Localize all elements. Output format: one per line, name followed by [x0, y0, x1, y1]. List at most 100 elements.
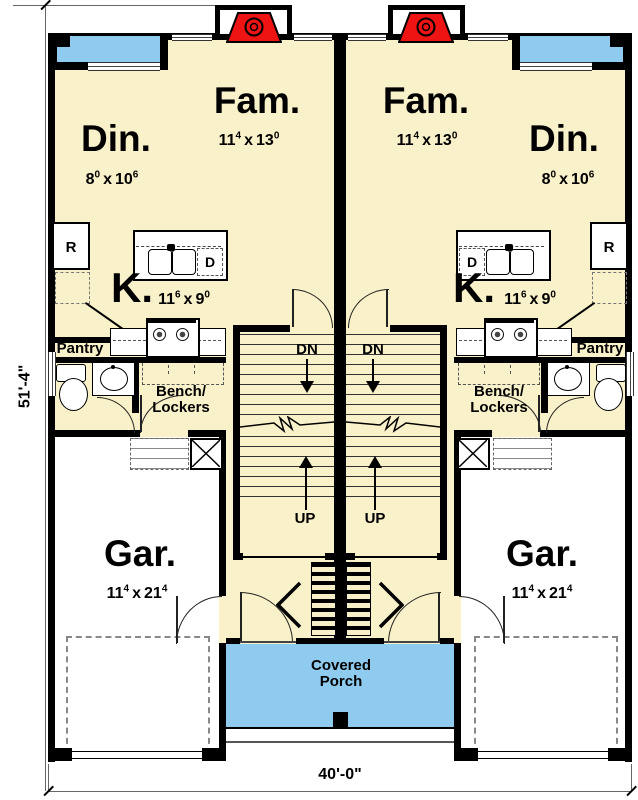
column-x-box [457, 438, 490, 470]
dn-arrowhead-icon [300, 381, 314, 393]
up-arrow [374, 468, 376, 510]
sink-basin [486, 249, 510, 275]
dim-a: 11 [106, 585, 124, 602]
dim-b: 13 [256, 132, 274, 149]
dn-arrowhead-icon [366, 381, 380, 393]
dn-arrow [372, 359, 374, 381]
mudroom-garage-wall-left [48, 430, 140, 437]
dim-a: 11 [396, 132, 414, 149]
dim-a: 8 [85, 171, 95, 188]
porch-edge [226, 727, 454, 729]
toilet-bowl [594, 378, 623, 411]
dim-b: 21 [549, 585, 567, 602]
fireplace-icon [398, 12, 454, 43]
dim-b-sup: 0 [451, 130, 458, 142]
dishwasher-right: D [459, 248, 485, 276]
dim-a-sup: 4 [413, 130, 420, 142]
locker-divider [168, 365, 169, 374]
garage-overhead-door-right [478, 751, 608, 759]
dim-a-sup: 4 [528, 583, 535, 595]
lockers-left [142, 363, 224, 385]
front-door-leaf-right [438, 592, 440, 642]
dim-a: 11 [511, 585, 529, 602]
dim-b-sup: 6 [588, 169, 595, 181]
landing-post [233, 553, 243, 560]
up-arrow [305, 468, 307, 510]
dim-sep: x [183, 291, 193, 308]
range-back-left [146, 318, 196, 323]
garage-right-floor [461, 437, 625, 748]
top-extension-line [13, 5, 215, 6]
island-counter-line [459, 246, 544, 247]
left-dimension-label: 51'-4" [16, 364, 34, 409]
dim-b-sup: 0 [273, 130, 280, 142]
stair-dn-label-right: DN [362, 341, 384, 358]
garage-left-floor [55, 437, 219, 748]
dim-a-sup: 6 [174, 289, 181, 301]
bottom-left-extension [48, 764, 49, 791]
foyer-angled-wall-right [378, 581, 404, 629]
deck-jog-wall-left [160, 34, 168, 70]
dim-a-sup: 6 [520, 289, 527, 301]
fireplace-icon [226, 12, 282, 43]
garage-house-wall-right [454, 643, 461, 748]
door-leaf [140, 395, 142, 432]
garage-door-track-left [66, 636, 210, 754]
porch-wall [226, 638, 240, 646]
burner-icon [514, 328, 527, 341]
up-arrowhead-icon [299, 456, 313, 468]
stair-top-wall-right [390, 325, 447, 332]
left-exterior-wall [48, 33, 55, 762]
toilet-bowl [59, 378, 88, 411]
garage-entry-door-leaf-left [176, 596, 178, 643]
landing-post [437, 553, 447, 560]
room-label-kitchen-left: K. [111, 264, 153, 311]
pantry-cabinet-right [592, 272, 627, 304]
dim-a-sup: 4 [235, 130, 242, 142]
stair-break-icon [346, 416, 440, 433]
bottom-dimension-label: 40'-0" [318, 766, 362, 783]
mudroom-garage-wall-left [188, 430, 226, 437]
dim-b-sup: 4 [161, 583, 168, 595]
bottom-wall-post [48, 748, 72, 761]
door-threshold [384, 641, 440, 643]
garage-door-track-right [474, 636, 618, 754]
dim-b: 9 [195, 291, 205, 308]
stair-treads-up-right [346, 436, 440, 506]
door-leaf [292, 289, 294, 327]
porch-label-line2: Porch [319, 672, 363, 690]
basement-stair-hatch-left [311, 562, 336, 636]
bottom-wall-post [454, 748, 478, 761]
garage-overhead-door-left [72, 751, 202, 759]
dim-b: 10 [571, 171, 589, 188]
dim-sep: x [422, 132, 432, 149]
left-dimension-line [45, 5, 46, 791]
landing-post [346, 553, 355, 560]
right-exterior-wall [625, 33, 632, 762]
garage-house-wall-left [219, 430, 226, 596]
dim-sep: x [537, 585, 547, 602]
dim-sep: x [244, 132, 254, 149]
window [172, 34, 212, 41]
room-label-kitchen-right: K. [453, 264, 495, 311]
room-label-bench-left: Bench/ Lockers [138, 384, 224, 416]
dim-a-sup: 0 [94, 169, 101, 181]
dim-b: 10 [115, 171, 133, 188]
dim-b-sup: 4 [566, 583, 573, 595]
column-x-box [190, 438, 223, 470]
party-wall [334, 33, 346, 648]
faucet-icon [167, 244, 175, 251]
dim-a: 8 [541, 171, 551, 188]
dim-sep: x [559, 171, 568, 188]
powder-bench-divider-left [132, 363, 139, 413]
window [520, 62, 592, 71]
pantry-cabinet-left [55, 272, 90, 304]
sink-oval [554, 367, 582, 391]
landing-edge-left [240, 556, 334, 558]
bench-line1: Bench/ [155, 383, 206, 400]
stair-up-label-left: UP [294, 510, 316, 527]
